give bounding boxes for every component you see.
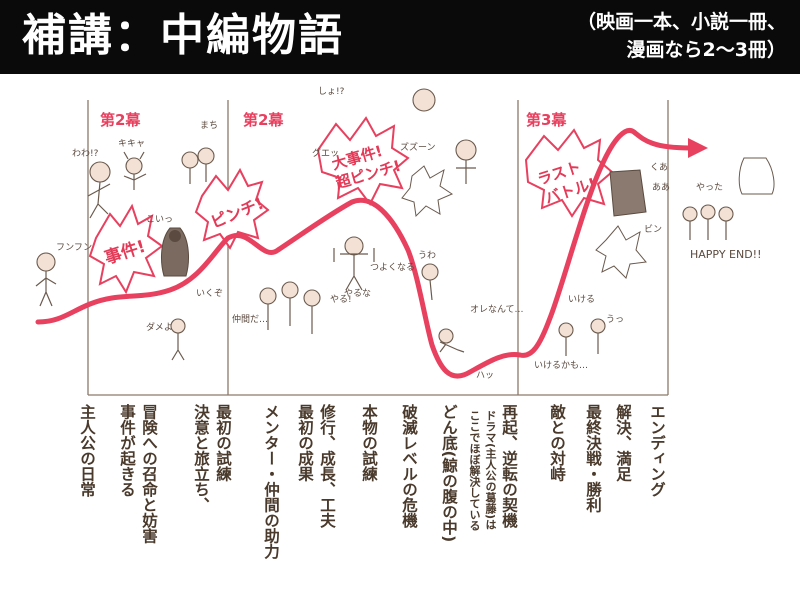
beat-first-result: 最初の成果 xyxy=(296,404,314,482)
beat-face-enemy: 敵との対峙 xyxy=(548,404,566,482)
note-aa: ああ xyxy=(652,182,670,193)
team-doodle: 仲間だ… やる! xyxy=(232,281,352,334)
note-yarumyo: やる! xyxy=(330,294,352,305)
note-kua: くあ xyxy=(650,162,668,173)
monster-attack-doodle: グエッ しょ!? ズズーン xyxy=(312,86,477,218)
big-incident-bubble: 大事件! 超ピンチ! xyxy=(316,116,410,206)
incident-bubble: 事件! xyxy=(88,203,164,295)
beat-training-growth: 修行、成長、工夫 xyxy=(318,404,336,528)
note-kikya: キキャ xyxy=(118,139,145,149)
note-funfun: フンフン xyxy=(56,243,92,253)
act-label-3: 第3幕 xyxy=(526,111,567,129)
beat-resolution-satisfaction: 解決、満足 xyxy=(614,404,632,482)
beat-call-and-obstacle: 冒険への召命と妨害 xyxy=(140,404,158,544)
imp-doodle: キキャ xyxy=(118,139,147,190)
page-subtitle: （映画一本、小説一冊、 漫画なら2〜3冊） xyxy=(577,8,786,64)
note-uwa: うわ xyxy=(418,250,436,261)
beat-first-trial: 最初の試練 xyxy=(214,404,232,482)
beat-drama-note-2: ここでほぼ解決している xyxy=(468,410,481,531)
group-crowd-doodle: ダメよ いくぞ xyxy=(146,288,223,361)
page-title: 補講：中編物語 xyxy=(22,10,344,61)
note-ikeru-kamo: いけるかも… xyxy=(534,360,588,371)
happy-end-label: HAPPY END!! xyxy=(690,248,762,261)
hero-doodle-startled: わわ!? xyxy=(72,148,111,219)
note-ore: オレなんて… xyxy=(470,304,524,315)
beat-final-battle-victory: 最終決戦・勝利 xyxy=(584,404,602,513)
note-tsuyoku: つよくなる xyxy=(370,262,415,273)
hero-doodle-daily: フンフン xyxy=(35,243,92,307)
beat-revival-turnaround: 再起、逆転の契機 xyxy=(500,404,518,528)
header-bar: 補講：中編物語 （映画一本、小説一冊、 漫画なら2〜3冊） xyxy=(0,0,800,74)
act-label-2: 第2幕 xyxy=(243,111,284,129)
despair-hero-doodle: うわ オレなんて… ハッ xyxy=(418,250,524,381)
final-battle-doodle: くあ ああ ビン xyxy=(595,162,670,279)
note-shishou: しょ!? xyxy=(318,86,345,97)
note-matsuri: まち xyxy=(200,120,218,131)
arc-arrowhead xyxy=(688,138,708,158)
note-uu: うっ xyxy=(606,314,624,325)
note-damedayo: ダメよ xyxy=(146,321,173,333)
note-yatta: やった xyxy=(696,182,723,193)
beat-resolve-and-departure: 決意と旅立ち、 xyxy=(192,404,210,513)
beat-mentor-ally-help: メンター・仲間の助力 xyxy=(262,404,280,559)
beat-rock-bottom: どん底(鯨の腹の中) xyxy=(440,404,458,543)
note-yaruna: やるな xyxy=(344,288,371,299)
note-ikuzo: いくぞ xyxy=(196,288,223,299)
note-hatsu: ハッ xyxy=(476,371,494,381)
beat-ending: エンディング xyxy=(648,404,666,497)
beat-drama-note-1: ドラマ(主人公の葛藤)は xyxy=(484,410,497,531)
companions-doodle: まち xyxy=(181,120,218,184)
act-label-1: 第2幕 xyxy=(100,111,141,129)
beat-real-trial: 本物の試練 xyxy=(360,404,378,482)
beat-ruin-level-crisis: 破滅レベルの危機 xyxy=(400,404,418,528)
story-arc-curve xyxy=(35,128,693,379)
note-zuzu: ズズーン xyxy=(400,141,436,153)
beat-hero-daily: 主人公の日常 xyxy=(78,404,96,497)
revival-hero-doodle: いける いけるかも… うっ xyxy=(534,294,624,371)
note-wawa: わわ!? xyxy=(72,148,99,159)
subtitle-line-1: （映画一本、小説一冊、 xyxy=(576,11,786,33)
mentor-hooded-doodle: こいっ xyxy=(146,215,189,277)
beat-incident-occurs: 事件が起きる xyxy=(118,404,136,497)
note-bin: ビン xyxy=(644,224,662,235)
note-ikeru: いける xyxy=(568,294,595,305)
note-konoyaro: こいっ xyxy=(146,215,173,225)
note-nakama: 仲間だ… xyxy=(232,313,268,325)
training-hero-doodle: つよくなる やるな xyxy=(333,236,415,299)
happy-end-group-doodle: やった HAPPY END!! xyxy=(682,157,775,261)
note-gueeh: グエッ xyxy=(312,147,339,159)
subtitle-line-2: 漫画なら2〜3冊） xyxy=(626,39,786,61)
